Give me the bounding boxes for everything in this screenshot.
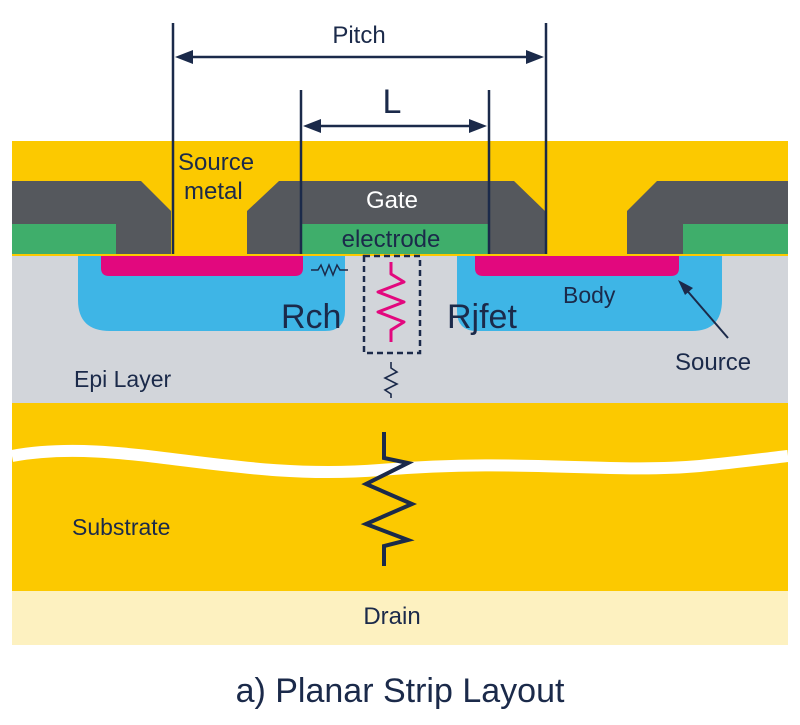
source-pointer-arrowhead (678, 280, 693, 295)
pitch-label: Pitch (332, 22, 385, 49)
pitch-arrow-right (526, 50, 544, 64)
gate-label: Gate (366, 187, 418, 214)
source-pointer-line (683, 286, 729, 339)
gate-oxide-right (627, 181, 788, 254)
epi-resistor-symbol (383, 362, 399, 398)
gate-oxide-left (12, 181, 171, 254)
source-region-right (475, 254, 679, 276)
substrate-resistor-symbol (360, 432, 418, 566)
source-label: Source (675, 349, 751, 376)
rch-resistor-symbol (311, 262, 348, 278)
drain-layer (12, 591, 788, 645)
l-label: L (383, 83, 402, 121)
gate-electrode-center (301, 224, 489, 254)
source-metal-label-line2: metal (184, 178, 243, 205)
substrate-break-line (10, 444, 789, 478)
epi-layer-label: Epi Layer (74, 366, 172, 392)
rjfet-label: Rjfet (447, 298, 517, 336)
electrode-label: electrode (342, 226, 441, 253)
rjfet-resistor-symbol (376, 262, 406, 342)
rjfet-dashed-box (362, 254, 422, 355)
gate-electrode-right (683, 224, 788, 254)
body-label: Body (563, 282, 616, 308)
gate-electrode-left (12, 224, 116, 254)
gate-oxide-center (247, 181, 545, 254)
rch-label: Rch (281, 298, 341, 336)
pitch-arrow-left (175, 50, 193, 64)
drain-label: Drain (363, 603, 420, 630)
source-region-left (101, 254, 303, 276)
l-arrow-right (469, 119, 487, 133)
l-arrow-left (303, 119, 321, 133)
substrate-label: Substrate (72, 514, 170, 540)
source-metal-label-line1: Source (178, 149, 254, 176)
figure-caption: a) Planar Strip Layout (236, 672, 565, 710)
